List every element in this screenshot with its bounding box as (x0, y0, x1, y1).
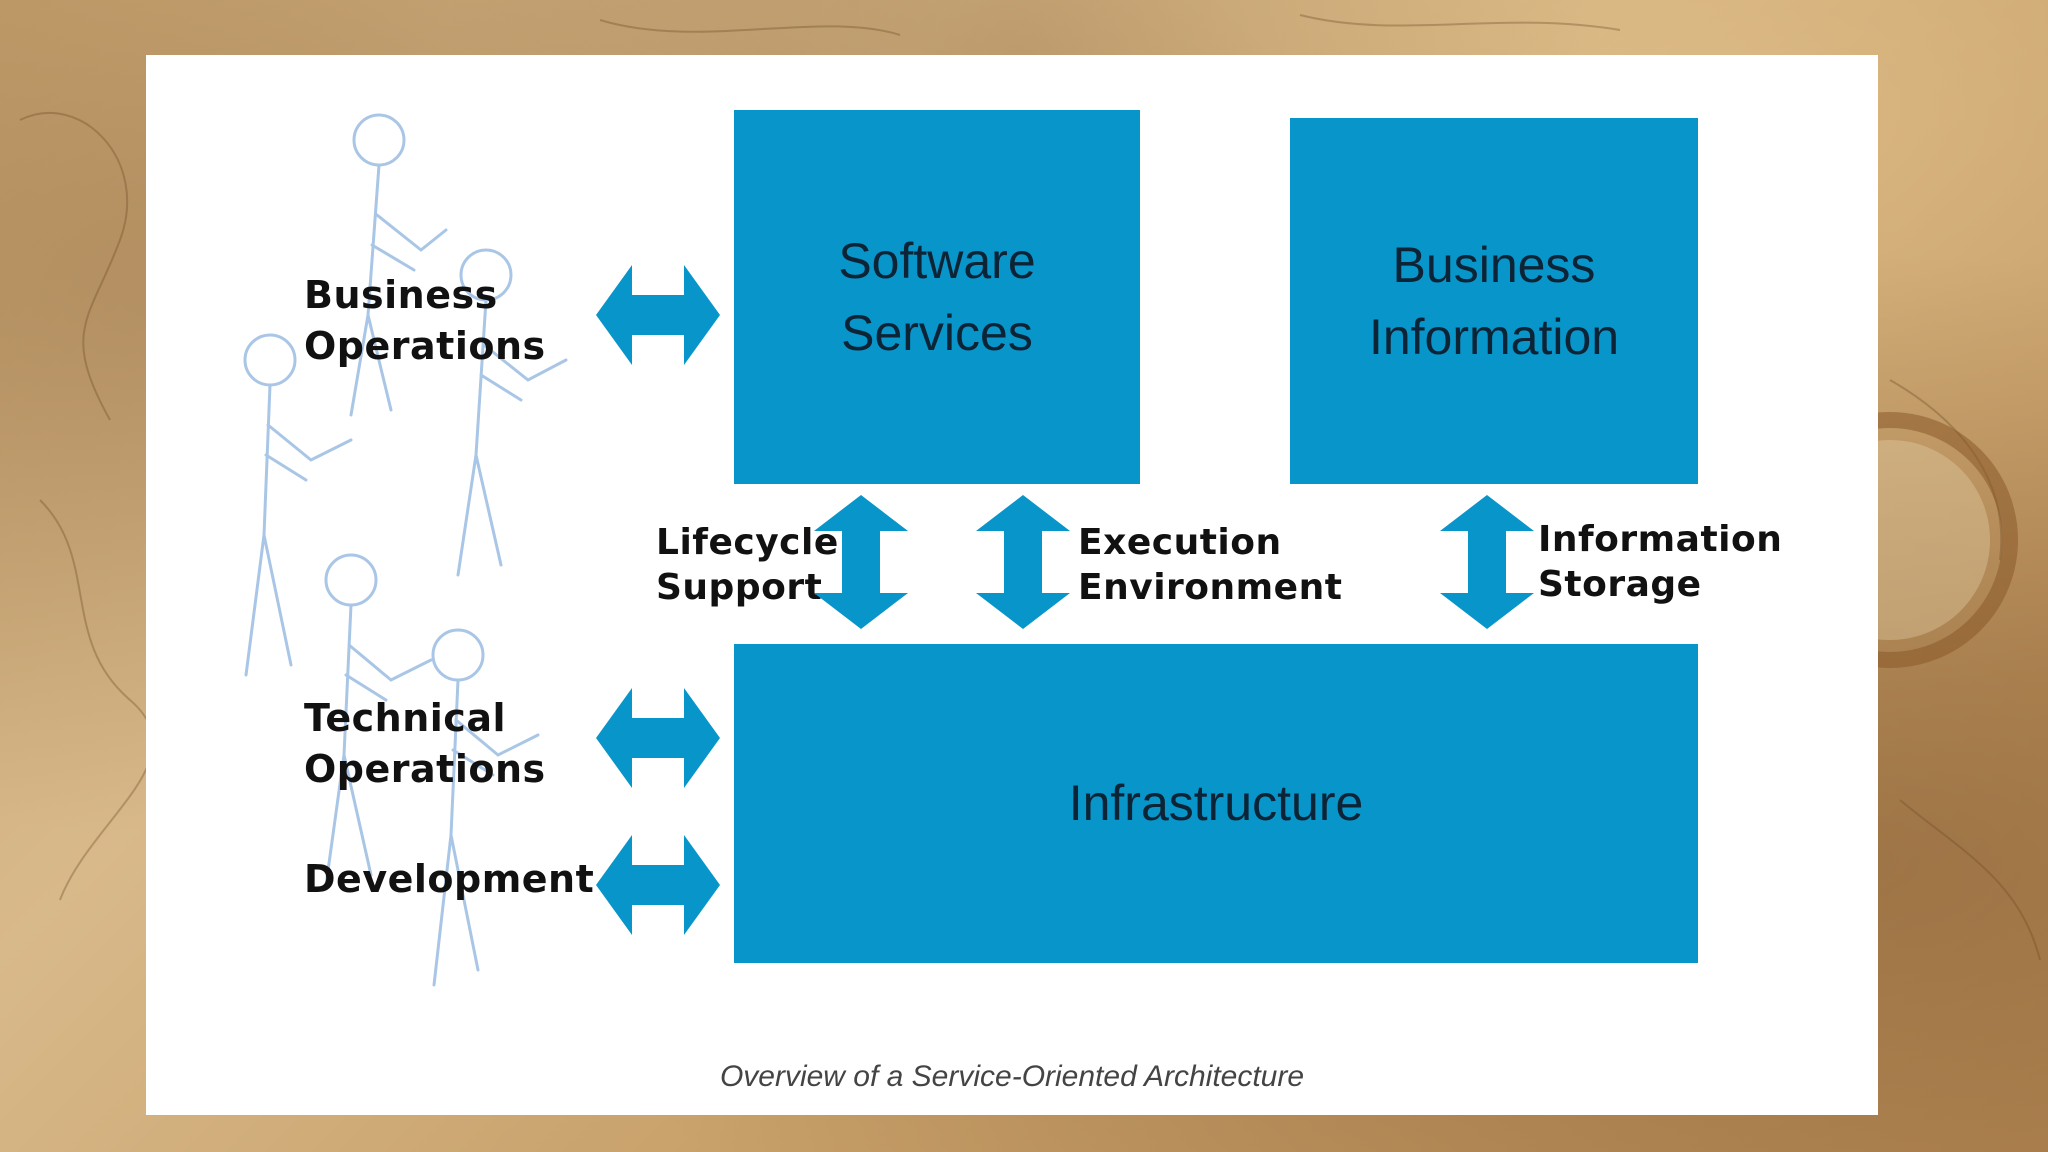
development-text: Development (304, 857, 595, 901)
technical-operations-label: Technical Operations (304, 693, 546, 796)
execution-environment-line-2: Environment (1078, 567, 1343, 608)
business-information-box: Business Information (1290, 118, 1698, 484)
infrastructure-box: Infrastructure (734, 644, 1698, 963)
slide-panel: Software Services Business Information I… (146, 55, 1878, 1115)
lifecycle-support-line-2: Support (656, 567, 823, 608)
information-storage-label: Information Storage (1538, 517, 1782, 607)
lifecycle-support-double-arrow (814, 495, 908, 629)
business-operations-label: Business Operations (304, 270, 546, 373)
stick-figures-illustration (243, 113, 568, 987)
execution-environment-double-arrow (976, 495, 1070, 629)
business-information-line-1: Business (1392, 236, 1596, 293)
development-label: Development (304, 854, 594, 905)
technical-operations-line-1: Technical (304, 696, 506, 740)
figure-caption: Overview of a Service-Oriented Architect… (719, 1060, 1305, 1093)
execution-environment-line-1: Execution (1078, 522, 1282, 563)
business-operations-line-2: Operations (304, 324, 546, 369)
business-operations-line-1: Business (304, 273, 498, 317)
information-storage-line-1: Information (1538, 519, 1783, 560)
business-operations-double-arrow (596, 265, 720, 365)
lifecycle-support-line-1: Lifecycle (656, 522, 839, 563)
development-double-arrow (596, 835, 720, 935)
business-information-line-2: Information (1368, 309, 1620, 365)
software-services-line-1: Software (838, 232, 1036, 289)
technical-operations-double-arrow (596, 688, 720, 788)
lifecycle-support-label: Lifecycle Support (656, 520, 839, 610)
infrastructure-label: Infrastructure (1068, 775, 1364, 832)
software-services-box: Software Services (734, 110, 1140, 484)
execution-environment-label: Execution Environment (1078, 520, 1342, 610)
information-storage-line-2: Storage (1538, 564, 1702, 605)
information-storage-double-arrow (1440, 495, 1534, 629)
software-services-line-2: Services (841, 305, 1033, 361)
technical-operations-line-2: Operations (304, 747, 546, 792)
